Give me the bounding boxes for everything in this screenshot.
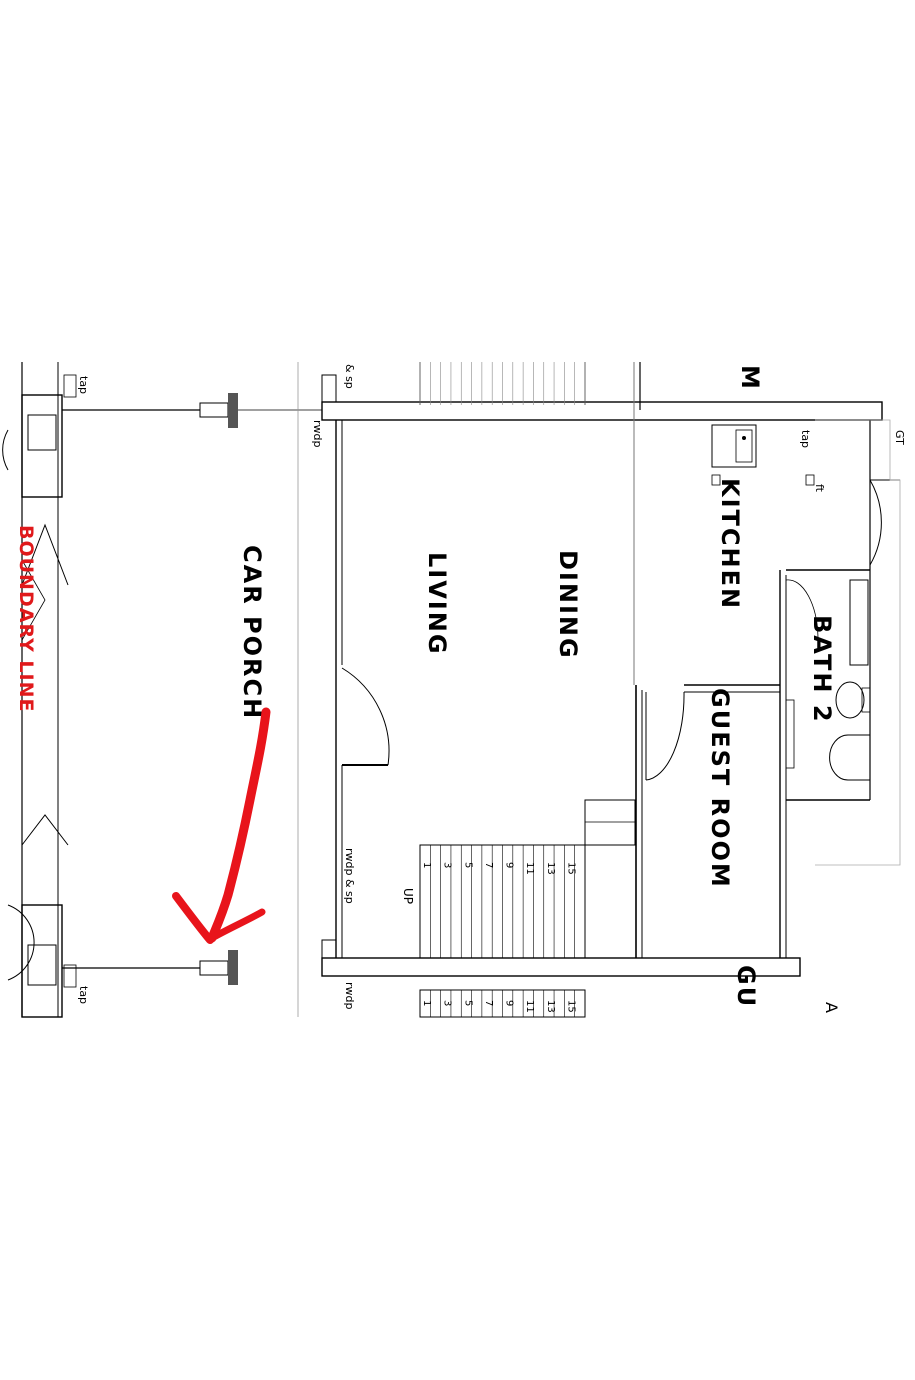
stair-number: 1 <box>421 862 432 868</box>
sp-label-top: & sp <box>343 364 356 389</box>
stair-number: 7 <box>483 1000 494 1006</box>
bath2-label: BATH 2 <box>808 615 836 724</box>
guest-room-label: GUEST ROOM <box>706 688 734 889</box>
stair-number: 9 <box>504 862 515 868</box>
porch-gate-post <box>228 950 238 985</box>
stair-number: 3 <box>442 862 453 868</box>
gt-label: GT <box>893 430 906 445</box>
tap-label-kitchen: tap <box>799 430 812 448</box>
stair-number: 15 <box>565 1000 576 1013</box>
stair-number: 5 <box>462 862 473 868</box>
a-fragment-label: A <box>822 1002 841 1013</box>
ft-label-kitchen: ft <box>813 484 826 493</box>
hand-drawn-red-arrow-icon <box>172 707 271 944</box>
gu-fragment-label: GU <box>732 965 760 1008</box>
boundary-line-label: BOUNDARY LINE <box>15 525 37 712</box>
stair-number: 13 <box>545 862 556 875</box>
car-porch-label: CAR PORCH <box>238 545 266 720</box>
stair-number: 15 <box>565 862 576 875</box>
stair-number: 1 <box>421 1000 432 1006</box>
stair-number: 7 <box>483 862 494 868</box>
dining-label: DINING <box>554 550 582 660</box>
up-label: UP <box>401 888 415 904</box>
rwdp-sp-label: rwdp & sp <box>343 848 356 904</box>
bath-fixtures <box>785 579 871 781</box>
kitchen-label: KITCHEN <box>716 478 744 610</box>
rwdp-label-bottom: rwdp <box>343 982 356 1010</box>
boundary-wall <box>2 362 77 1018</box>
plan-sheet <box>0 362 915 1017</box>
column-top <box>228 393 238 428</box>
stair-number: 3 <box>442 1000 453 1006</box>
stair-number: 5 <box>462 1000 473 1006</box>
stair-number: 9 <box>504 1000 515 1006</box>
living-label: LIVING <box>423 552 451 656</box>
rwdp-label-top: rwdp <box>311 420 324 448</box>
stair-number: 11 <box>524 1000 535 1013</box>
stair-number: 11 <box>524 862 535 875</box>
house-walls <box>321 362 901 977</box>
stair-treads <box>419 362 586 1017</box>
m-fragment-label: M <box>736 365 764 391</box>
kitchen-fixtures <box>711 424 815 486</box>
tap-label-top: tap <box>77 376 90 394</box>
stair-number: 13 <box>545 1000 556 1013</box>
tap-label-bottom: tap <box>77 986 90 1004</box>
